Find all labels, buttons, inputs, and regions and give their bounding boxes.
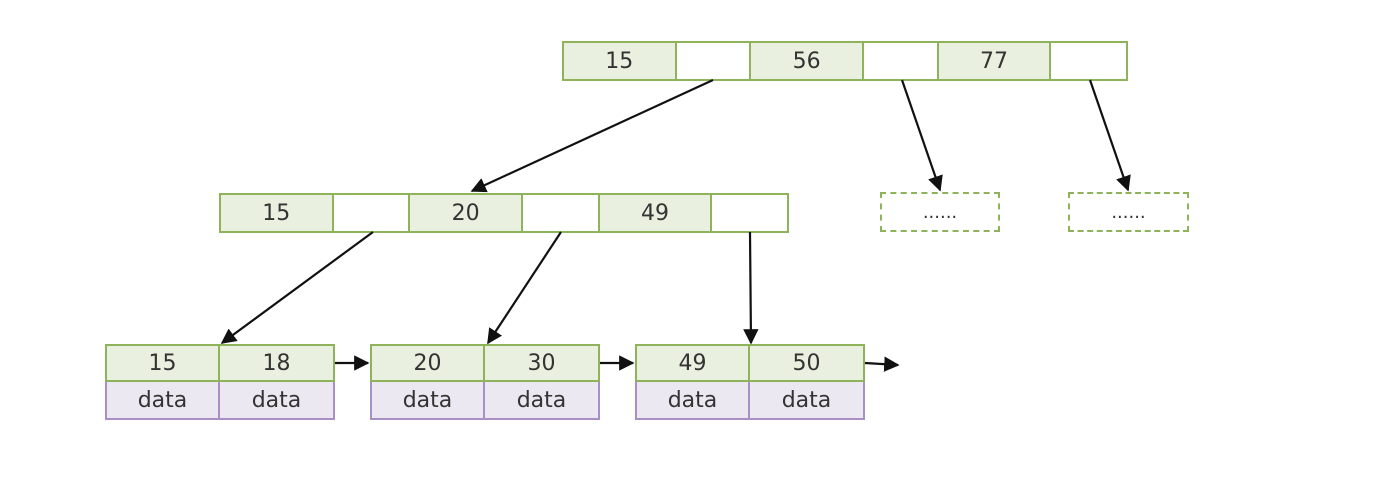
leaf-node-2: 20 30 data data — [370, 344, 600, 420]
leaf-3-key-1: 49 — [635, 344, 750, 382]
root-key-1: 15 — [564, 43, 677, 79]
leaf-node-1: 15 18 data data — [105, 344, 335, 420]
leaf-1-data-1: data — [105, 382, 220, 420]
internal-key-1: 15 — [221, 195, 334, 231]
arrow-internal-to-leaf-1 — [220, 231, 374, 344]
root-pointer-3 — [1051, 43, 1126, 79]
internal-pointer-2 — [522, 195, 600, 231]
leaf-3-data-1: data — [635, 382, 750, 420]
arrow-internal-to-leaf-3 — [743, 231, 759, 345]
internal-key-3: 49 — [599, 195, 713, 231]
arrow-internal-to-leaf-2 — [487, 231, 562, 345]
leaf-2-key-1: 20 — [370, 344, 485, 382]
leaf-2-key-2: 30 — [485, 344, 600, 382]
leaf-1-data-2: data — [220, 382, 335, 420]
internal-pointer-1 — [333, 195, 411, 231]
root-pointer-1 — [676, 43, 752, 79]
internal-key-2: 20 — [410, 195, 523, 231]
arrow-root-to-placeholder-2 — [1088, 79, 1131, 192]
arrow-root-to-internal — [470, 79, 714, 193]
placeholder-node-1: ...... — [880, 192, 1000, 232]
leaf-2-data-1: data — [370, 382, 485, 420]
arrow-root-to-placeholder-1 — [900, 79, 943, 192]
root-node: 15 56 77 — [562, 41, 1128, 81]
leaf-3-key-2: 50 — [750, 344, 865, 382]
leaf-2-data-2: data — [485, 382, 600, 420]
root-pointer-2 — [863, 43, 939, 79]
placeholder-node-2: ...... — [1068, 192, 1189, 232]
root-key-2: 56 — [751, 43, 864, 79]
leaf-node-3: 49 50 data data — [635, 344, 865, 420]
arrow-leaf-3-next — [864, 356, 900, 372]
root-key-3: 77 — [938, 43, 1052, 79]
leaf-1-key-2: 18 — [220, 344, 335, 382]
leaf-1-key-1: 15 — [105, 344, 220, 382]
internal-node: 15 20 49 — [219, 193, 789, 233]
internal-pointer-3 — [712, 195, 788, 231]
leaf-3-data-2: data — [750, 382, 865, 420]
